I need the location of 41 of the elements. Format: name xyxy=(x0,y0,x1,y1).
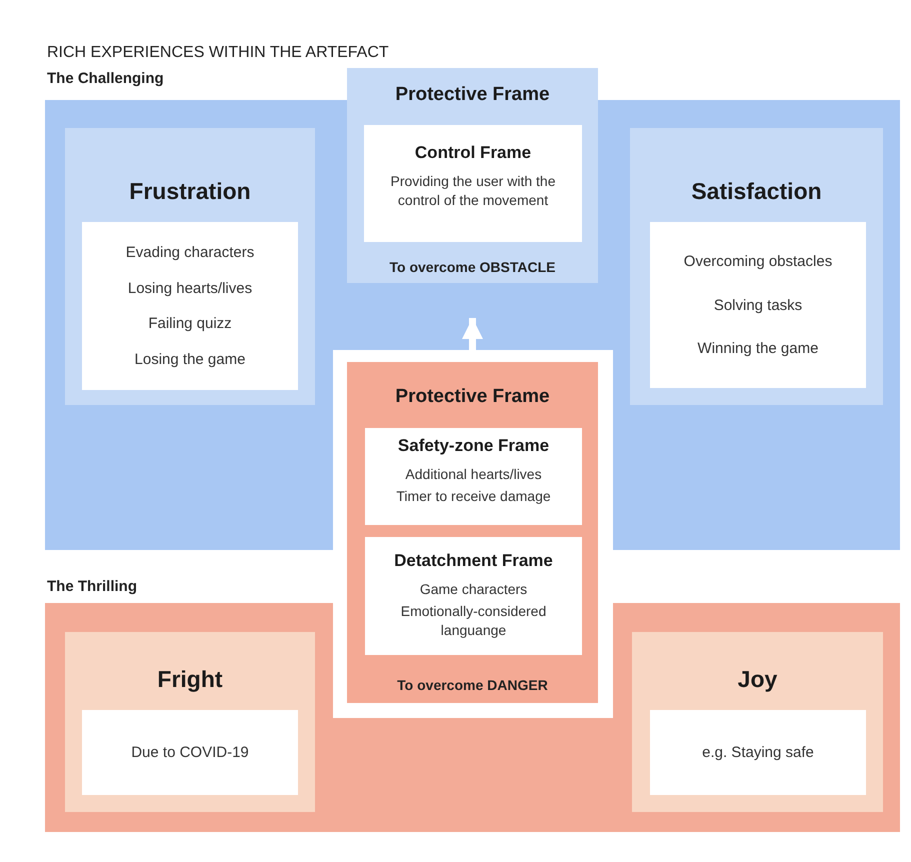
list-box xyxy=(650,222,866,388)
emotion-card xyxy=(65,632,315,812)
sub-frame-heading: Control Frame xyxy=(414,143,532,163)
sub-frame-text: Emotionally-considered languange xyxy=(400,602,548,640)
arrow xyxy=(462,318,483,350)
emotion-heading: Satisfaction xyxy=(691,178,822,205)
sub-frame-text: Timer to receive damage xyxy=(395,486,552,506)
emotion-card xyxy=(630,128,883,405)
sub-frame-text: Providing the user with the control of the movement xyxy=(390,172,556,210)
list-item: Losing the game xyxy=(134,350,246,368)
sub-frame-text: Additional hearts/lives xyxy=(404,465,543,484)
list-item: Failing quizz xyxy=(148,315,232,332)
list-item: Losing hearts/lives xyxy=(128,280,252,297)
list-item: e.g. Staying safe xyxy=(702,744,814,761)
sub-frame-box xyxy=(365,428,582,525)
frame-heading: Protective Frame xyxy=(395,84,550,106)
list-item: Evading characters xyxy=(126,244,254,262)
list-item: Due to COVID-19 xyxy=(131,744,249,761)
sub-frame-text: Game characters xyxy=(418,580,528,599)
emotion-heading: Frustration xyxy=(129,178,251,205)
emotion-card xyxy=(632,632,883,812)
sub-frame-box xyxy=(364,125,582,242)
emotion-card xyxy=(65,128,315,405)
emotion-heading: Joy xyxy=(738,666,778,693)
frame-goal: To overcome OBSTACLE xyxy=(388,259,556,275)
frame-panel xyxy=(347,68,598,283)
frame-heading: Protective Frame xyxy=(395,386,550,408)
diagram-title: RICH EXPERIENCES WITHIN THE ARTEFACT xyxy=(47,44,389,62)
emotion-heading: Fright xyxy=(157,666,223,693)
list-box xyxy=(82,222,298,390)
sub-frame-heading: Safety-zone Frame xyxy=(398,436,550,456)
list-item: Solving tasks xyxy=(714,296,802,314)
frame-goal: To overcome DANGER xyxy=(396,677,549,693)
sub-frame-heading: Detatchment Frame xyxy=(394,551,553,571)
list-box xyxy=(650,710,866,795)
list-item: Winning the game xyxy=(698,340,818,358)
section-heading: The Challenging xyxy=(47,70,164,87)
section-heading: The Thrilling xyxy=(47,578,137,595)
list-box xyxy=(82,710,298,795)
sub-frame-box xyxy=(365,537,582,655)
list-item: Overcoming obstacles xyxy=(684,252,832,270)
